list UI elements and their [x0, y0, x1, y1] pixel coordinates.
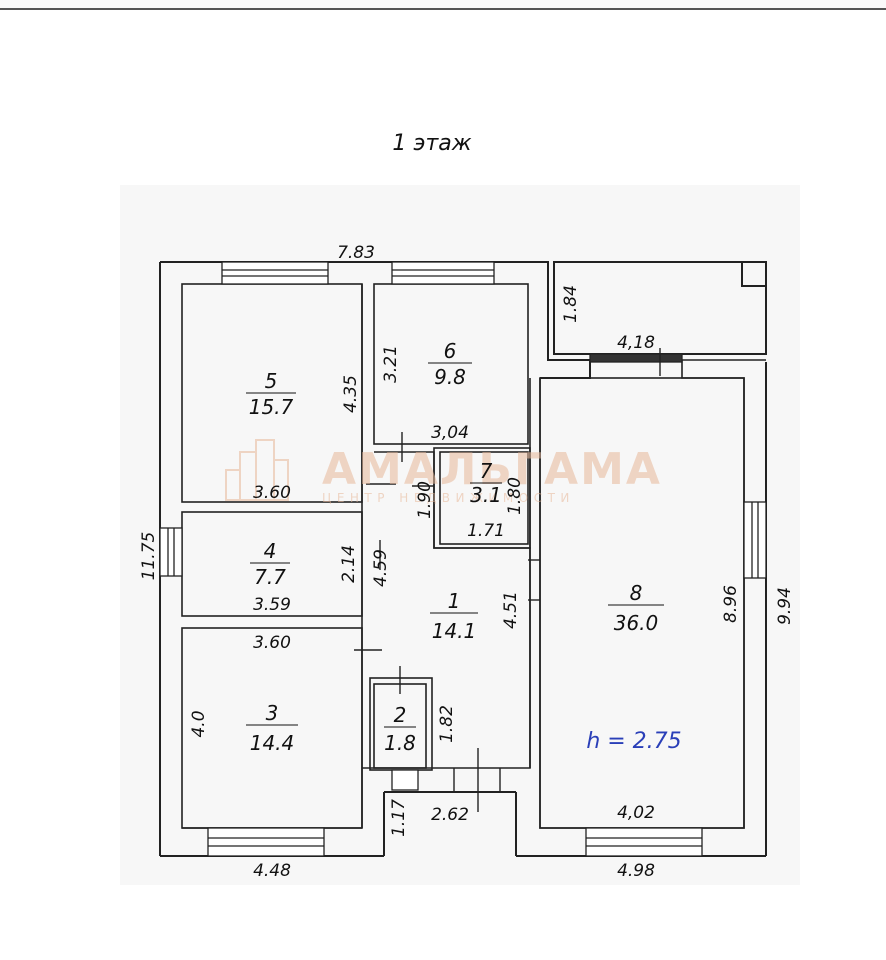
ceiling-height: h = 2.75 [586, 729, 681, 754]
room-4-number: 4 [264, 539, 277, 563]
dim-r5-width: 3.60 [253, 483, 291, 503]
dim-r2-height: 1.82 [437, 705, 457, 743]
dim-bottom-left: 4.48 [253, 861, 291, 881]
dim-bottom-right: 4.98 [617, 861, 655, 881]
dim-r8-width: 4,02 [617, 803, 655, 823]
room-7-number: 7 [480, 459, 493, 483]
dim-top-total: 7.83 [337, 243, 375, 263]
room-labels: 5 15.7 6 9.8 7 3.1 4 7.7 1 14.1 8 36.0 2… [246, 339, 664, 755]
dim-r5-height: 4.35 [341, 375, 361, 413]
dim-porch-width: 4,18 [617, 333, 655, 353]
dim-r7-height-right: 1.80 [505, 477, 525, 515]
room-7-outline [439, 451, 529, 545]
room-6-area: 9.8 [434, 365, 466, 389]
dim-right-total: 9.94 [775, 587, 795, 625]
room-5-number: 5 [265, 369, 278, 393]
dim-r4-width: 3.59 [253, 595, 291, 615]
dim-left-total: 11.75 [139, 532, 159, 581]
dim-r6-width: 3,04 [431, 423, 469, 443]
dim-r7-width: 1.71 [467, 521, 505, 541]
room-6-number: 6 [444, 339, 457, 363]
watermark-tagline: ЦЕНТР НЕДВИЖИМОСТИ [322, 491, 575, 505]
room-3-area: 14.4 [250, 731, 295, 755]
room-4-area: 7.7 [254, 565, 286, 589]
room-3-number: 3 [266, 701, 279, 725]
dim-entry-height: 1.17 [389, 799, 409, 837]
room-2-area: 1.8 [384, 731, 416, 755]
dim-entry-width: 2.62 [431, 805, 469, 825]
watermark-brand: АМАЛЬГАМА [322, 444, 662, 495]
dim-r4-height: 2.14 [339, 545, 359, 583]
dim-r3-height: 4.0 [189, 710, 209, 737]
room-1-number: 1 [448, 589, 461, 613]
windows [159, 261, 767, 857]
dim-r3-width: 3.60 [253, 633, 291, 653]
room-2-number: 2 [394, 703, 407, 727]
door-marks [354, 348, 661, 812]
dim-porch-height: 1.84 [561, 285, 581, 323]
dim-r7-height-left: 1.90 [415, 481, 435, 519]
room-8-number: 8 [630, 581, 643, 605]
dim-r6-height: 3.21 [381, 345, 401, 383]
watermark-logo-icon [225, 439, 289, 501]
dim-hall-height-right: 4.51 [501, 591, 521, 629]
vertical-dimensions: 11.75 9.94 1.84 4.35 3.21 1.90 1.80 2.14… [139, 285, 795, 837]
floor-title: 1 этаж [392, 131, 471, 156]
room-1-area: 14.1 [432, 619, 477, 643]
dim-hall-height-left: 4.59 [371, 549, 391, 587]
room-5-area: 15.7 [249, 395, 294, 419]
room-7-area: 3.1 [470, 483, 502, 507]
drawing-background [120, 185, 800, 885]
watermark: АМАЛЬГАМА ЦЕНТР НЕДВИЖИМОСТИ [225, 439, 662, 505]
horizontal-dimensions: 7.83 4,18 3.60 3,04 1.71 3.59 3.60 2.62 … [253, 243, 655, 881]
dim-r8-height: 8.96 [721, 585, 741, 623]
top-bar [0, 0, 886, 10]
room-8-area: 36.0 [614, 611, 659, 635]
